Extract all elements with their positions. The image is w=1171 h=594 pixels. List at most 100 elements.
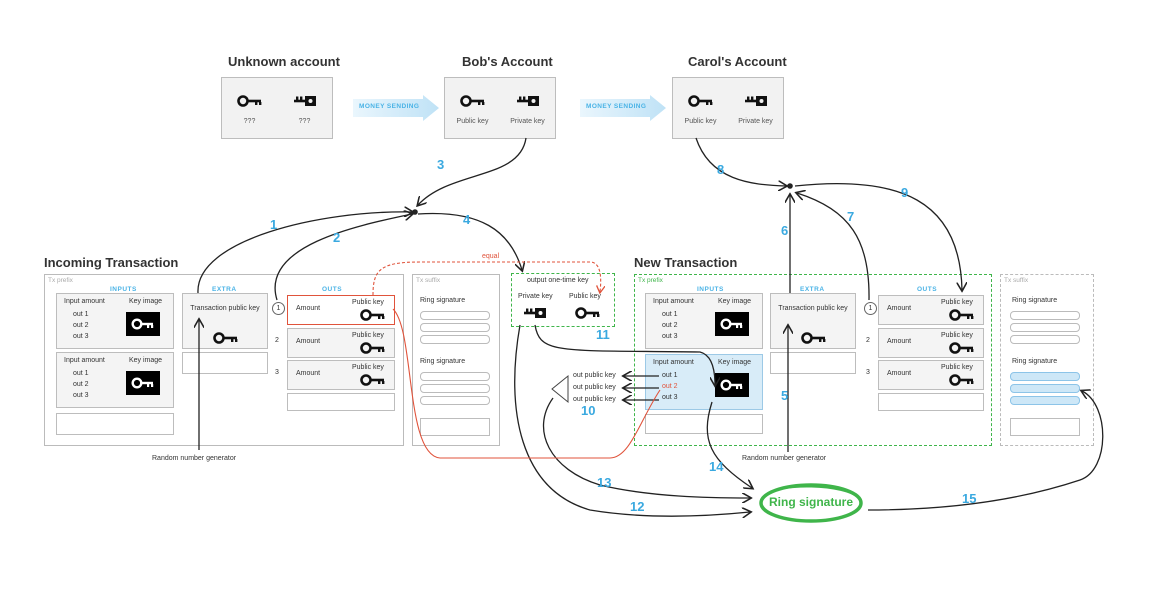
signature-slot: [1010, 323, 1080, 332]
step-13: 13: [597, 475, 612, 490]
random-number-generator-label: Random number generator: [152, 455, 237, 462]
extra-label: EXTRA: [212, 286, 237, 293]
out-item: out 3: [73, 333, 89, 340]
out2-link-red: [392, 308, 661, 459]
out-public-key-label: out public key: [573, 396, 616, 403]
out-row-2: Amount Public key: [878, 328, 984, 358]
ring-signature-label: Ring signature: [1012, 358, 1058, 365]
key-image-icon: [126, 371, 160, 395]
step-7: 7: [847, 209, 855, 224]
private-key-label: Private key: [518, 293, 553, 300]
carol-account-title: Carol's Account: [688, 54, 787, 69]
public-key-label: Public key: [941, 364, 973, 371]
public-key-icon: [801, 332, 827, 346]
new-tx-prefix-frame: [634, 274, 992, 446]
step-14: 14: [709, 459, 724, 474]
money-sending-label: MONEY SENDING: [586, 103, 647, 110]
arrow-2: [274, 214, 412, 301]
private-key-caption: Private key: [738, 118, 773, 125]
signature-slot: [420, 372, 490, 381]
out-index-1: 1: [864, 302, 877, 315]
ring-signature-oval: Ring signature: [756, 481, 866, 525]
suffix-placeholder: [1010, 418, 1080, 436]
inputs-label: INPUTS: [697, 286, 724, 293]
public-key-icon: [448, 94, 498, 112]
suffix-placeholder: [420, 418, 490, 436]
outs-placeholder: [878, 393, 984, 411]
new-tx-suffix-frame: [1000, 274, 1094, 446]
input-amount-label: Input amount: [653, 298, 694, 305]
out-public-key-label: out public key: [573, 372, 616, 379]
public-key-icon: [676, 94, 726, 112]
arrow-1: [197, 212, 412, 294]
input-box-1: Input amount Key image out 1 out 2 out 3: [645, 293, 763, 349]
input-box-1: Input amount Key image out 1 out 2 out 3: [56, 293, 174, 349]
public-key-label: Public key: [941, 332, 973, 339]
public-key-label: Public key: [352, 332, 384, 339]
signature-slot: [1010, 311, 1080, 320]
private-key-caption: ???: [298, 118, 311, 125]
private-key-caption: Private key: [510, 118, 545, 125]
amount-label: Amount: [887, 370, 912, 377]
out-index-3: 3: [275, 369, 279, 376]
private-key-icon: [503, 94, 553, 112]
equal-dashed-arrow: [372, 261, 601, 296]
bob-account-title: Bob's Account: [462, 54, 553, 69]
public-key-icon: [360, 342, 386, 356]
public-key-icon: [949, 342, 975, 356]
key-image-label: Key image: [129, 357, 163, 364]
money-sending-arrow-1: MONEY SENDING: [353, 95, 439, 121]
random-number-generator-label: Random number generator: [742, 455, 827, 462]
amount-label: Amount: [887, 338, 912, 345]
signature-slot: [420, 384, 490, 393]
input-amount-label: Input amount: [653, 359, 694, 366]
out-item: out 2: [73, 381, 89, 388]
extra-label: EXTRA: [800, 286, 825, 293]
key-image-icon: [715, 312, 749, 336]
out-item-selected: out 2: [662, 383, 678, 390]
inputs-label: INPUTS: [110, 286, 137, 293]
key-image-label: Key image: [129, 298, 163, 305]
transaction-public-key-label: Transaction public key: [778, 305, 848, 312]
tx-suffix-label: Tx suffix: [1004, 277, 1029, 284]
public-key-icon: [360, 374, 386, 388]
signature-slot: [420, 396, 490, 405]
tx-suffix-label: Tx suffix: [416, 277, 441, 284]
public-key-icon: [949, 374, 975, 388]
extra-placeholder: [770, 352, 856, 374]
out-item: out 3: [73, 392, 89, 399]
step-4: 4: [463, 212, 471, 227]
out-index-3: 3: [866, 369, 870, 376]
public-key-icon: [213, 332, 239, 346]
money-sending-label: MONEY SENDING: [359, 103, 420, 110]
extra-box: Transaction public key: [770, 293, 856, 349]
out-index-1: 1: [272, 302, 285, 315]
signature-slot-filled: [1010, 384, 1080, 393]
ring-signature-label: Ring signature: [1012, 297, 1058, 304]
public-key-icon: [575, 306, 601, 324]
incoming-tx-prefix-frame: [44, 274, 404, 446]
arrow-15: [867, 391, 1104, 511]
private-key-icon: [280, 94, 330, 112]
arrow-9: [794, 183, 962, 290]
amount-label: Amount: [296, 370, 321, 377]
out-row-2: Amount Public key: [287, 328, 395, 358]
equal-label: equal: [482, 253, 500, 260]
public-key-caption: ???: [243, 118, 256, 125]
key-image-icon: [715, 373, 749, 397]
out-item: out 1: [662, 372, 678, 379]
step-12: 12: [630, 499, 645, 514]
step-11: 11: [596, 327, 610, 342]
out-item: out 2: [73, 322, 89, 329]
amount-label: Amount: [887, 305, 912, 312]
extra-box: Transaction public key: [182, 293, 268, 349]
unknown-account-title: Unknown account: [228, 54, 340, 69]
transaction-public-key-label: Transaction public key: [190, 305, 260, 312]
input-box-2: Input amount Key image out 1 out 2 out 3: [56, 352, 174, 408]
incoming-tx-suffix-frame: [412, 274, 500, 446]
outs-placeholder: [287, 393, 395, 411]
ring-signature-text: Ring signature: [768, 495, 853, 509]
tx-prefix-label: Tx prefix: [48, 277, 73, 284]
signature-slot: [420, 335, 490, 344]
